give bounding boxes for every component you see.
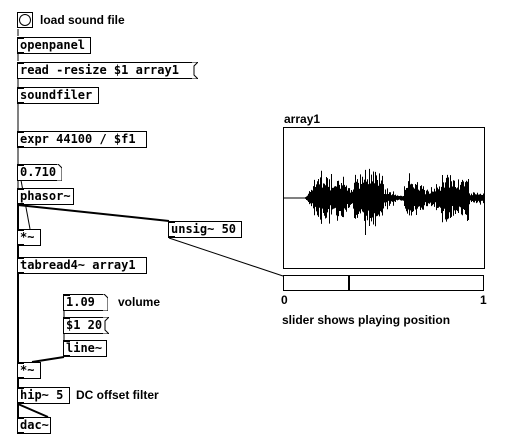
slider-caption: slider shows playing position bbox=[282, 313, 451, 327]
soundfiler-object[interactable]: soundfiler bbox=[17, 87, 99, 104]
bang-label: load sound file bbox=[40, 13, 125, 27]
multiply-object-1[interactable]: *~ bbox=[17, 229, 41, 246]
line-object[interactable]: line~ bbox=[63, 340, 107, 357]
message-flag-icon bbox=[192, 62, 198, 79]
rate-number-value: 0.710 bbox=[20, 165, 57, 179]
volume-label: volume bbox=[118, 295, 161, 309]
array-graph[interactable] bbox=[283, 127, 485, 269]
rate-number-box[interactable]: 0.710 bbox=[17, 164, 62, 181]
dc-filter-label: DC offset filter bbox=[76, 388, 159, 402]
playback-position-slider[interactable] bbox=[283, 275, 484, 291]
multiply-object-2[interactable]: *~ bbox=[17, 362, 41, 379]
ramp-message-text: $1 20 bbox=[66, 318, 103, 332]
unsig-object[interactable]: unsig~ 50 bbox=[168, 221, 242, 238]
hip-object[interactable]: hip~ 5 bbox=[17, 387, 70, 404]
number-corner-icon bbox=[57, 164, 62, 181]
read-message[interactable]: read -resize $1 array1 bbox=[17, 62, 198, 79]
phasor-object[interactable]: phasor~ bbox=[17, 188, 74, 205]
dac-object[interactable]: dac~ bbox=[17, 417, 51, 434]
tabread4-object[interactable]: tabread4~ array1 bbox=[17, 257, 147, 274]
read-message-text: read -resize $1 array1 bbox=[20, 63, 179, 77]
number-corner-icon bbox=[103, 294, 108, 311]
openpanel-object[interactable]: openpanel bbox=[17, 37, 91, 54]
volume-number-box[interactable]: 1.09 bbox=[63, 294, 108, 311]
slider-max-label: 1 bbox=[480, 293, 487, 307]
load-sound-bang[interactable] bbox=[17, 12, 33, 28]
expr-object[interactable]: expr 44100 / $f1 bbox=[17, 131, 147, 148]
slider-min-label: 0 bbox=[281, 293, 288, 307]
message-flag-icon bbox=[103, 317, 109, 334]
ramp-message[interactable]: $1 20 bbox=[63, 317, 109, 334]
array-name-label: array1 bbox=[284, 112, 321, 126]
slider-knob[interactable] bbox=[348, 276, 350, 290]
bang-circle-icon bbox=[19, 14, 31, 26]
volume-number-value: 1.09 bbox=[66, 295, 95, 309]
waveform-plot bbox=[284, 168, 484, 236]
